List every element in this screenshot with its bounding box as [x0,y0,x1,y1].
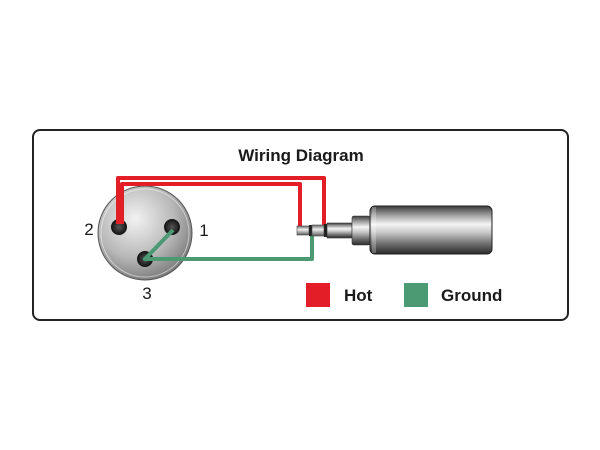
ground-wire [143,228,314,261]
xlr-connector-icon [97,185,193,281]
hot-wire [116,176,326,226]
legend-hot-swatch [306,283,330,307]
legend-ground-swatch [404,283,428,307]
legend-hot-label: Hot [344,286,373,305]
pin-1-label: 1 [199,221,208,240]
pin-3-label: 3 [142,284,151,303]
legend: Hot Ground [306,283,502,307]
legend-ground-label: Ground [441,286,502,305]
xlr-pin-1 [164,219,180,235]
diagram-title: Wiring Diagram [238,146,363,165]
pin-2-label: 2 [84,220,93,239]
trs-plug-icon [296,205,493,255]
